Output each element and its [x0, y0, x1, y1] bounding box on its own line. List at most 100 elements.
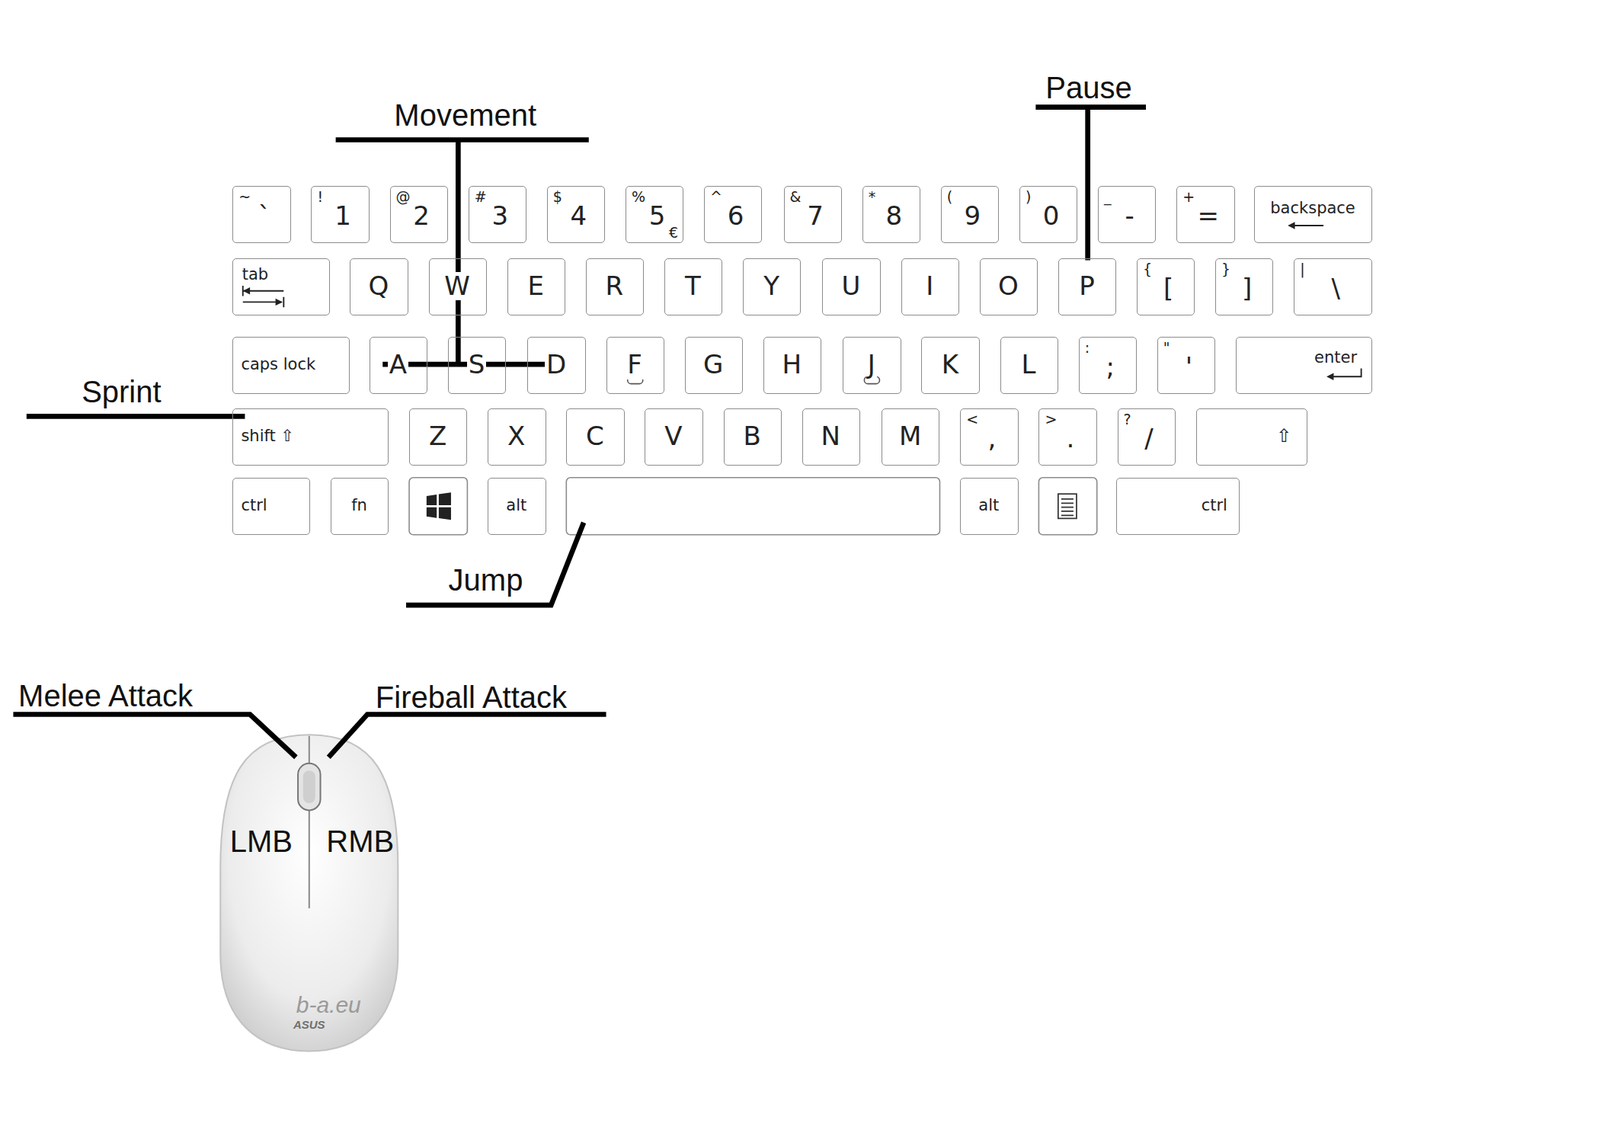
key-legend: ^	[708, 188, 724, 205]
keyboard-key: }]	[1215, 258, 1274, 316]
key-legend: )	[1024, 188, 1033, 205]
leader-lines	[12, 107, 1146, 758]
key-legend: 1	[332, 201, 353, 231]
key-legend: 4	[569, 201, 589, 231]
melee-leader	[12, 714, 296, 758]
key-legend: +	[1180, 188, 1197, 205]
keyboard-key: P	[1058, 258, 1117, 316]
callout-label: Jump	[448, 562, 524, 598]
key-legend: ?	[1122, 411, 1133, 428]
space-bar	[566, 477, 940, 535]
key-legend: *	[867, 188, 878, 205]
keyboard-key: alt	[487, 477, 546, 535]
key-legend: ,	[985, 424, 998, 453]
keyboard-key: K	[921, 336, 980, 394]
keyboard-key: @2	[390, 185, 448, 244]
key-legend: backspace	[1268, 199, 1357, 218]
keyboard-key: Q	[349, 258, 408, 316]
key-legend: N	[819, 422, 842, 451]
windows-logo	[426, 492, 452, 520]
key-legend: >	[1043, 411, 1059, 428]
logo-pane	[426, 494, 437, 506]
keyboard-key: fn	[330, 477, 389, 535]
scroll-wheel	[297, 763, 320, 811]
keyboard-key: :;	[1078, 336, 1137, 394]
keyboard-key: O	[979, 258, 1038, 316]
key-legend: alt	[976, 496, 1001, 515]
keyboard-key: N	[802, 408, 861, 466]
keyboard-key: !1	[310, 185, 369, 244]
key-legend: B	[741, 422, 762, 451]
key-legend: X	[505, 422, 527, 451]
key-legend: M	[897, 422, 923, 451]
key-legend: C	[584, 422, 606, 451]
key-legend: 0	[1041, 201, 1062, 231]
keyboard-key: R	[585, 258, 644, 316]
sprint-leader	[26, 413, 246, 420]
key-legend: Q	[367, 272, 391, 301]
key-legend: Y	[761, 272, 781, 301]
keyboard-key: alt	[960, 477, 1018, 535]
key-legend: Z	[427, 422, 448, 451]
keyboard-key: )0	[1019, 185, 1078, 244]
key-legend: {	[1141, 261, 1154, 278]
enter-arrow	[1329, 368, 1362, 377]
key-legend: D	[544, 350, 568, 379]
key-legend: U	[840, 272, 863, 301]
key-legend: ⇧	[1274, 425, 1293, 446]
key-legend: H	[780, 350, 804, 379]
arrow-head	[275, 298, 283, 306]
key-legend: shift ⇧	[239, 427, 296, 445]
key-legend: $	[551, 188, 564, 205]
windows-key	[409, 477, 468, 535]
keyboard-key: H	[763, 336, 822, 394]
menu-icon	[1058, 493, 1077, 519]
key-legend: ]	[1240, 274, 1254, 303]
jump-leader	[406, 522, 584, 605]
homing-bumps	[627, 376, 880, 384]
key-legend: L	[1020, 350, 1038, 379]
keyboard-key: $4	[547, 185, 605, 244]
keyboard-key: _-	[1097, 185, 1156, 244]
arrow-heads	[243, 221, 1335, 381]
keyboard-key: (9	[940, 185, 999, 244]
keyboard-key: S	[448, 336, 506, 394]
keyboard-key: enter	[1235, 336, 1373, 394]
key-legend: fn	[349, 496, 369, 515]
callout-label: Movement	[393, 97, 537, 133]
pause-leader	[1035, 107, 1146, 261]
scroll-wheel-tread	[303, 770, 316, 804]
tab-arrow	[243, 285, 285, 296]
keyboard-key: ~`	[232, 185, 291, 244]
key-legend: alt	[504, 496, 528, 515]
key-legend: R	[604, 272, 626, 301]
keyboard-key: I	[901, 258, 960, 316]
key-legend: 3	[489, 201, 510, 231]
keyboard-key: M	[881, 408, 940, 466]
arrow-head	[1326, 373, 1334, 381]
button-label: LMB	[230, 823, 293, 859]
keyboard-key: {[	[1136, 258, 1195, 316]
keyboard-key: U	[822, 258, 880, 316]
key-legend: S	[467, 350, 487, 379]
keyboard-key: G	[684, 336, 743, 394]
fireball-leader	[328, 714, 606, 758]
keyboard-key: V	[644, 408, 703, 466]
keyboard-key: %5€	[625, 185, 684, 244]
callout-label: Melee Attack	[18, 678, 193, 714]
arrow-head	[243, 287, 250, 295]
keyboard-key: &7	[784, 185, 842, 244]
key-legend: |	[1298, 261, 1306, 278]
key-legend: -	[1123, 201, 1136, 231]
keyboard-key: W	[428, 258, 487, 316]
callout-label: Fireball Attack	[375, 679, 567, 715]
key-legend: &	[788, 188, 804, 205]
key-legend: 6	[726, 201, 746, 231]
key-legend: }	[1219, 261, 1232, 278]
button-seam	[308, 736, 311, 909]
key-legend: enter	[1312, 348, 1359, 367]
key-legend: €	[667, 224, 680, 241]
menu-key	[1038, 477, 1097, 535]
key-legend: F	[625, 350, 644, 379]
